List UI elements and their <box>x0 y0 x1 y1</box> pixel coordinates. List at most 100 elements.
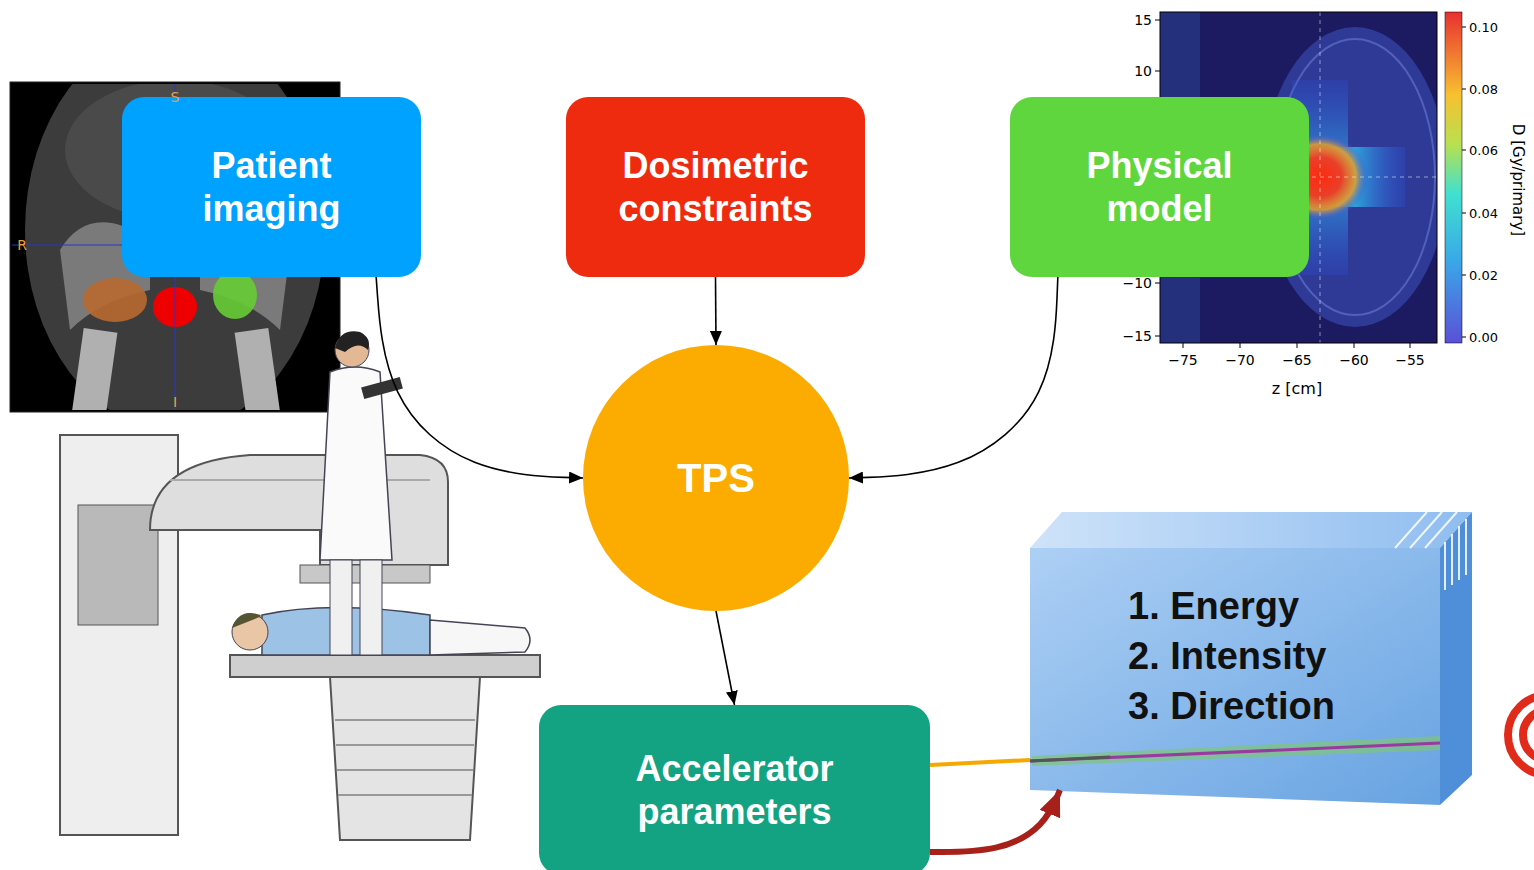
dose-map <box>1155 20 1160 21</box>
beam-line <box>930 760 1030 765</box>
axis-tick: −65 <box>1282 352 1312 368</box>
water-phantom <box>1458 526 1460 580</box>
list-item: 3. Direction <box>1128 681 1335 731</box>
axis-tick: 15 <box>1134 12 1152 28</box>
axis-tick: −55 <box>1395 352 1425 368</box>
linac-illustration <box>60 331 540 840</box>
dose-map <box>1462 89 1466 90</box>
dose-map <box>1462 27 1466 28</box>
ct-image <box>71 328 117 410</box>
water-phantom <box>1395 512 1427 548</box>
water-phantom <box>1030 512 1472 805</box>
node-label: Accelerator parameters <box>567 747 902 833</box>
linac-illustration <box>150 455 448 565</box>
ct-image <box>213 271 257 319</box>
flow-arrow <box>716 611 735 705</box>
text-group: Accelerator parameters <box>567 747 902 833</box>
parameter-list: 1. Energy2. Intensity3. Direction <box>1030 548 1440 790</box>
water-phantom <box>1440 512 1472 805</box>
linac-illustration <box>335 720 475 795</box>
tps-circle: TPS <box>583 345 849 611</box>
flow-arrow <box>376 277 583 478</box>
node-label: Physical model <box>1038 144 1281 230</box>
axis-tick: −15 <box>1122 328 1152 344</box>
flow-arrow <box>849 277 1058 478</box>
water-phantom <box>1451 534 1453 585</box>
linac-illustration <box>335 331 369 352</box>
flow-arrow <box>930 790 1060 852</box>
logo <box>1523 710 1534 760</box>
dose-map <box>1183 343 1184 348</box>
water-phantom <box>1030 757 1110 761</box>
orientation-letter: S <box>171 89 180 105</box>
water-phantom <box>1030 548 1440 805</box>
list-item: 2. Intensity <box>1128 631 1335 681</box>
node-label: TPS <box>677 454 755 502</box>
colorbar-tick: 0.06 <box>1469 143 1498 158</box>
linac-illustration <box>330 677 480 840</box>
axis-tick: 10 <box>1134 63 1152 79</box>
orientation-letter: R <box>17 237 27 253</box>
water-phantom <box>1030 743 1440 761</box>
node-label: Patient imaging <box>150 144 393 230</box>
dose-map <box>1462 275 1466 276</box>
dose-map <box>1462 27 1466 337</box>
water-phantom <box>1395 512 1466 590</box>
process-box: Dosimetric constraints <box>566 97 865 277</box>
linac-illustration <box>335 719 475 721</box>
dose-map <box>1155 336 1160 337</box>
list-item: 1. Energy <box>1128 581 1335 631</box>
text-group: TPS <box>677 454 755 502</box>
dose-map <box>1462 150 1466 151</box>
axis-tick: −10 <box>1122 275 1152 291</box>
colorbar-tick: 0.00 <box>1469 330 1498 345</box>
text-group: Dosimetric constraints <box>594 144 837 230</box>
linac-illustration <box>170 479 430 481</box>
linac-illustration <box>338 794 472 796</box>
dose-map <box>1354 343 1355 348</box>
water-phantom <box>1425 512 1457 548</box>
water-phantom <box>1410 512 1442 548</box>
dose-map <box>1297 343 1298 348</box>
orientation-letter: I <box>173 394 177 410</box>
text-group: Physical model <box>1038 144 1281 230</box>
logo <box>1508 695 1534 775</box>
axis-tick: −70 <box>1225 352 1255 368</box>
node-label: Dosimetric constraints <box>594 144 837 230</box>
axis-tick: −75 <box>1168 352 1198 368</box>
linac-illustration <box>320 367 392 560</box>
process-box: Patient imaging <box>122 97 421 277</box>
colorbar-tick: 0.02 <box>1469 268 1498 283</box>
linac-illustration <box>230 655 540 677</box>
dose-map <box>1410 343 1411 348</box>
colorbar-tick: 0.08 <box>1469 82 1498 97</box>
colorbar-tick: 0.04 <box>1469 206 1498 221</box>
water-phantom <box>1444 542 1446 590</box>
axis-title: z [cm] <box>1272 379 1322 398</box>
linac-illustration <box>336 744 474 746</box>
water-phantom <box>1465 519 1467 575</box>
colorbar-title: D [Gy/primary] <box>1509 124 1527 236</box>
linac-illustration <box>430 620 530 655</box>
dose-map <box>1155 71 1160 72</box>
ct-image <box>83 278 147 322</box>
linac-illustration <box>78 505 158 625</box>
dose-map <box>1445 12 1462 343</box>
linac-illustration <box>360 560 382 655</box>
dose-map <box>1462 213 1466 214</box>
text-group: 1. Energy2. Intensity3. Direction <box>1128 581 1335 731</box>
water-phantom <box>1030 512 1472 548</box>
text-group: Patient imaging <box>150 144 393 230</box>
process-box: Accelerator parameters <box>539 705 930 870</box>
linac-illustration <box>337 769 473 771</box>
process-box: Physical model <box>1010 97 1309 277</box>
axis-tick: −60 <box>1339 352 1369 368</box>
dose-map <box>1462 337 1466 338</box>
linac-illustration <box>330 560 352 655</box>
flow-arrow <box>715 277 717 345</box>
linac-illustration <box>232 613 262 628</box>
dose-map <box>1240 343 1241 348</box>
colorbar-tick: 0.10 <box>1469 20 1498 35</box>
